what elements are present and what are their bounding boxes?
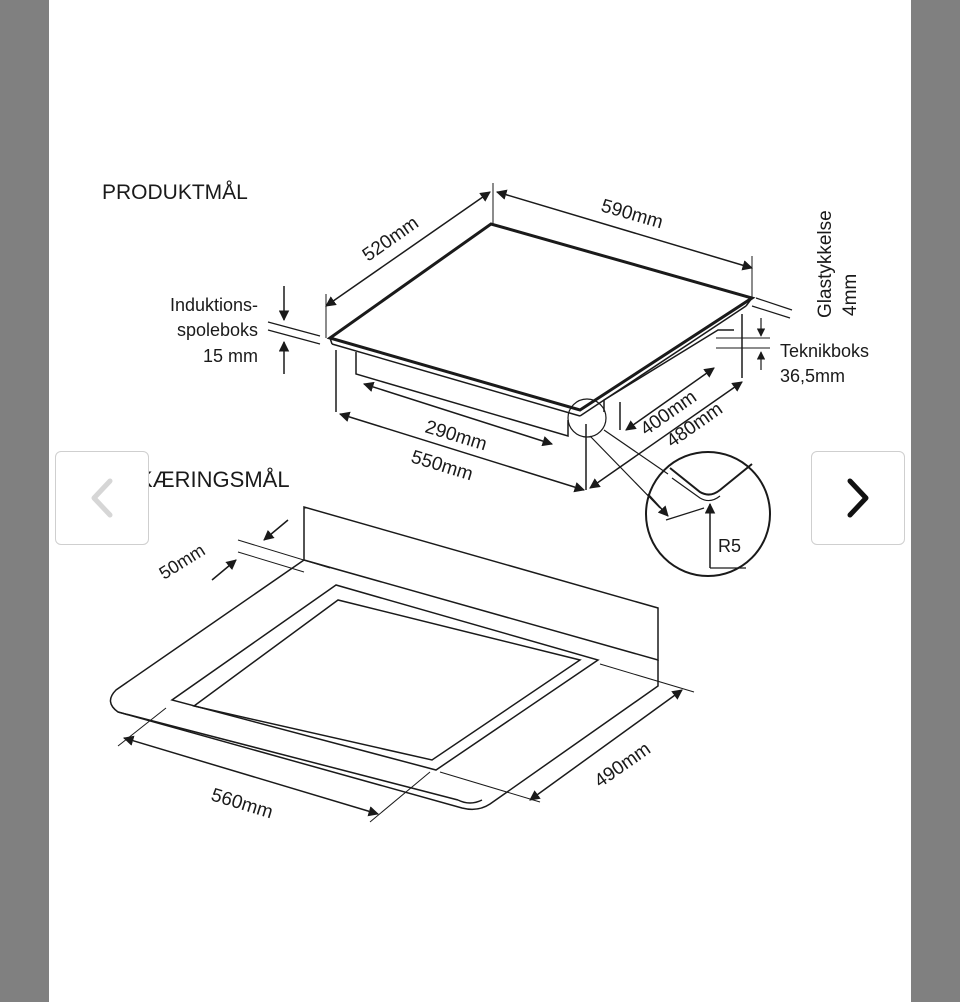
coil-box-dimension: Induktions- spoleboks 15 mm	[170, 286, 321, 374]
dim-590: 590mm	[495, 189, 754, 298]
dim-490: 490mm	[439, 663, 695, 803]
tech-box-label-2: 36,5mm	[780, 366, 845, 386]
document-page	[49, 0, 911, 1002]
dim-520-label: 520mm	[359, 213, 423, 267]
coil-box-label-1: Induktions-	[170, 295, 258, 315]
glass-thickness: Glastykkelse 4mm	[751, 210, 861, 319]
dim-590-label: 590mm	[599, 196, 666, 234]
previous-image-button[interactable]	[55, 451, 149, 545]
corner-detail: R5	[567, 398, 771, 577]
next-image-button[interactable]	[811, 451, 905, 545]
chevron-right-icon	[847, 478, 869, 518]
coil-box-label-3: 15 mm	[203, 346, 258, 366]
dim-50-label: 50mm	[156, 540, 209, 583]
cutout-section-title: KÆRINGSMÅL	[138, 467, 290, 492]
tech-box-label-1: Teknikboks	[780, 341, 869, 361]
dim-520: 520mm	[325, 183, 494, 338]
dim-560-label: 560mm	[209, 785, 276, 824]
chevron-left-icon	[91, 478, 113, 518]
dim-550: 550mm	[338, 411, 586, 493]
product-section-title: PRODUKTMÅL	[102, 181, 248, 204]
radius-label: R5	[718, 536, 741, 556]
glass-thickness-label: Glastykkelse	[815, 210, 836, 318]
dim-490-label: 490mm	[591, 739, 655, 793]
coil-box-label-2: spoleboks	[177, 320, 258, 340]
glass-thickness-value: 4mm	[840, 274, 861, 316]
tech-box-dimension: Teknikboks 36,5mm	[716, 318, 869, 386]
